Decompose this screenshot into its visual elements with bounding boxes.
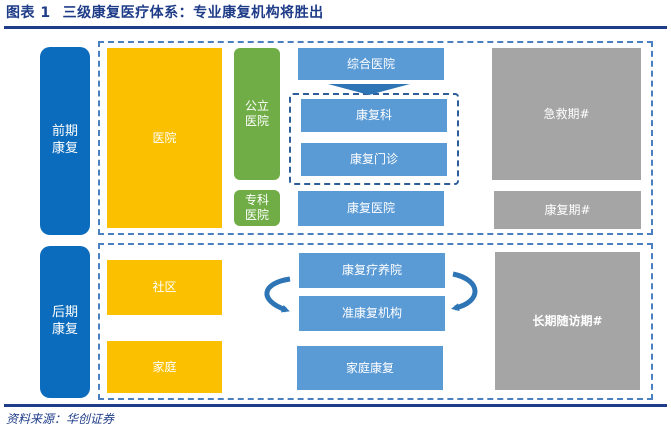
early-rehab-region bbox=[98, 41, 653, 235]
community-block: 社区 bbox=[107, 260, 222, 315]
hospital-block: 医院 bbox=[107, 48, 222, 228]
rehab-clinic-block: 康复门诊 bbox=[301, 143, 447, 176]
stage-late-line1: 后期 bbox=[51, 305, 78, 321]
rehab-department-block: 康复科 bbox=[301, 99, 447, 132]
public-hospital-line2: 医院 bbox=[244, 114, 269, 128]
figure-label: 图表 1 bbox=[6, 5, 51, 21]
rehab-sanatorium-block: 康复疗养院 bbox=[299, 253, 445, 288]
emergency-period-block: 急救期# bbox=[492, 48, 641, 180]
family-block: 家庭 bbox=[107, 341, 222, 393]
specialty-hospital-line1: 专科 bbox=[244, 193, 269, 207]
bottom-rule bbox=[4, 404, 667, 407]
rehab-hospital-block: 康复医院 bbox=[298, 191, 444, 226]
figure-title-text: 三级康复医疗体系：专业康复机构将胜出 bbox=[62, 5, 324, 21]
public-hospital-line1: 公立 bbox=[244, 99, 269, 113]
figure-title: 图表 1 三级康复医疗体系：专业康复机构将胜出 bbox=[6, 2, 324, 22]
public-hospital-block: 公立 医院 bbox=[234, 48, 280, 180]
specialty-hospital-line2: 医院 bbox=[244, 208, 269, 222]
stage-early-line1: 前期 bbox=[51, 124, 78, 140]
source-note: 资料来源：华创证券 bbox=[6, 412, 115, 426]
rehab-period-block: 康复期# bbox=[494, 191, 641, 229]
quasi-rehab-institution-block: 准康复机构 bbox=[299, 296, 445, 331]
stage-early-rehab: 前期 康复 bbox=[40, 47, 90, 235]
stage-late-line2: 康复 bbox=[51, 322, 78, 337]
top-rule bbox=[4, 26, 667, 29]
specialty-hospital-block: 专科 医院 bbox=[234, 190, 280, 226]
home-rehab-block: 家庭康复 bbox=[297, 346, 443, 390]
general-hospital-block: 综合医院 bbox=[298, 48, 444, 80]
late-rehab-region bbox=[98, 243, 653, 400]
stage-early-line2: 康复 bbox=[51, 141, 78, 156]
long-term-followup-block: 长期随访期# bbox=[495, 252, 640, 390]
stage-late-rehab: 后期 康复 bbox=[40, 246, 90, 398]
